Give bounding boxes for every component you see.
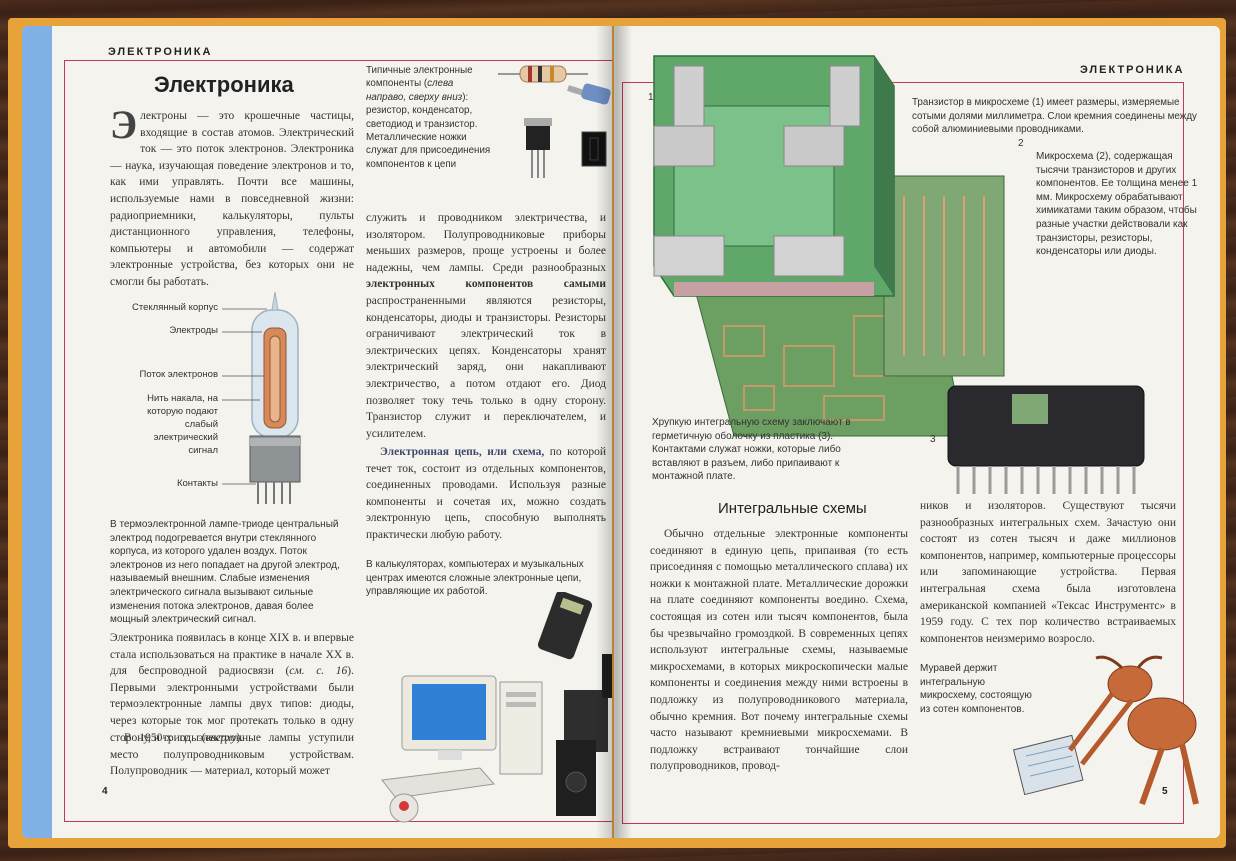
right-page: ЭЛЕКТРОНИКА 1 2 3: [614, 26, 1220, 838]
page-frame: [622, 82, 1184, 824]
computer-calculator-illustration: [381, 592, 612, 823]
section-label: ЭЛЕКТРОНИКА: [108, 46, 213, 58]
components-caption: Типичные электронные компоненты (слева н…: [366, 65, 491, 170]
vacuum-tube-illustration: [249, 291, 301, 504]
callout-number-1: 1: [648, 92, 654, 103]
computer-icon: [381, 675, 543, 823]
tube-label-leaders: [222, 308, 267, 485]
history-paragraph: Электроника появилась в конце XIX в. и в…: [110, 632, 354, 744]
ant-caption: Муравей держит интегральную микросхему, …: [920, 663, 1032, 715]
page-number: 4: [102, 786, 108, 797]
book-gutter-shadow: [596, 26, 632, 838]
callout-number-3: 3: [930, 434, 936, 445]
blue-page-edge: [22, 26, 52, 838]
microchip-illustration: [653, 55, 1005, 437]
triode-caption: В термоэлектронной лампе-триоде централь…: [110, 519, 340, 626]
dropcap: Э: [110, 102, 138, 147]
section-label: ЭЛЕКТРОНИКА: [1080, 64, 1185, 76]
music-center-icon: [556, 654, 612, 816]
electronic-components-illustration: [498, 65, 611, 178]
ant-holding-chip-illustration: [1012, 655, 1199, 806]
history-paragraph-2: В 1950-х гг. электронные лампы уступили …: [110, 732, 354, 778]
chip-package-illustration: [947, 385, 1145, 494]
transistor-caption: Транзистор в микросхеме (1) имеет размер…: [912, 97, 1197, 136]
page-frame: [64, 60, 612, 822]
label-filament: Нить накала, на которую подают слабый эл…: [147, 393, 218, 456]
calculator-icon: [537, 592, 593, 660]
ic-paragraph: Обычно отдельные электронные компоненты …: [650, 528, 908, 773]
microchip-caption: Микросхема (2), содержащая тысячи транзи…: [1036, 151, 1198, 258]
label-electrodes: Электроды: [169, 325, 218, 336]
intro-text: лектроны — это крошечные частицы, входящ…: [110, 110, 354, 288]
callout-number-2: 2: [1018, 138, 1024, 149]
label-electron-flow: Поток электронов: [139, 369, 218, 380]
label-glass-housing: Стеклянный корпус: [132, 302, 218, 313]
calculator-caption: В калькуляторах, компьютерах и музыкальн…: [366, 559, 584, 598]
page-title: Электроника: [154, 72, 294, 97]
package-caption: Хрупкую интегральную схему заключают в г…: [652, 417, 851, 483]
ic-paragraph-continued: ников и изоляторов. Существуют тысячи ра…: [920, 500, 1177, 645]
page-number: 5: [1162, 786, 1168, 797]
label-contacts: Контакты: [176, 478, 218, 489]
circuit-paragraph: Электронная цепь, или схема, по которой …: [366, 446, 607, 541]
col2-paragraph: служить и проводником электричества, и и…: [366, 212, 606, 440]
section-title-integrated-circuits: Интегральные схемы: [718, 500, 867, 517]
